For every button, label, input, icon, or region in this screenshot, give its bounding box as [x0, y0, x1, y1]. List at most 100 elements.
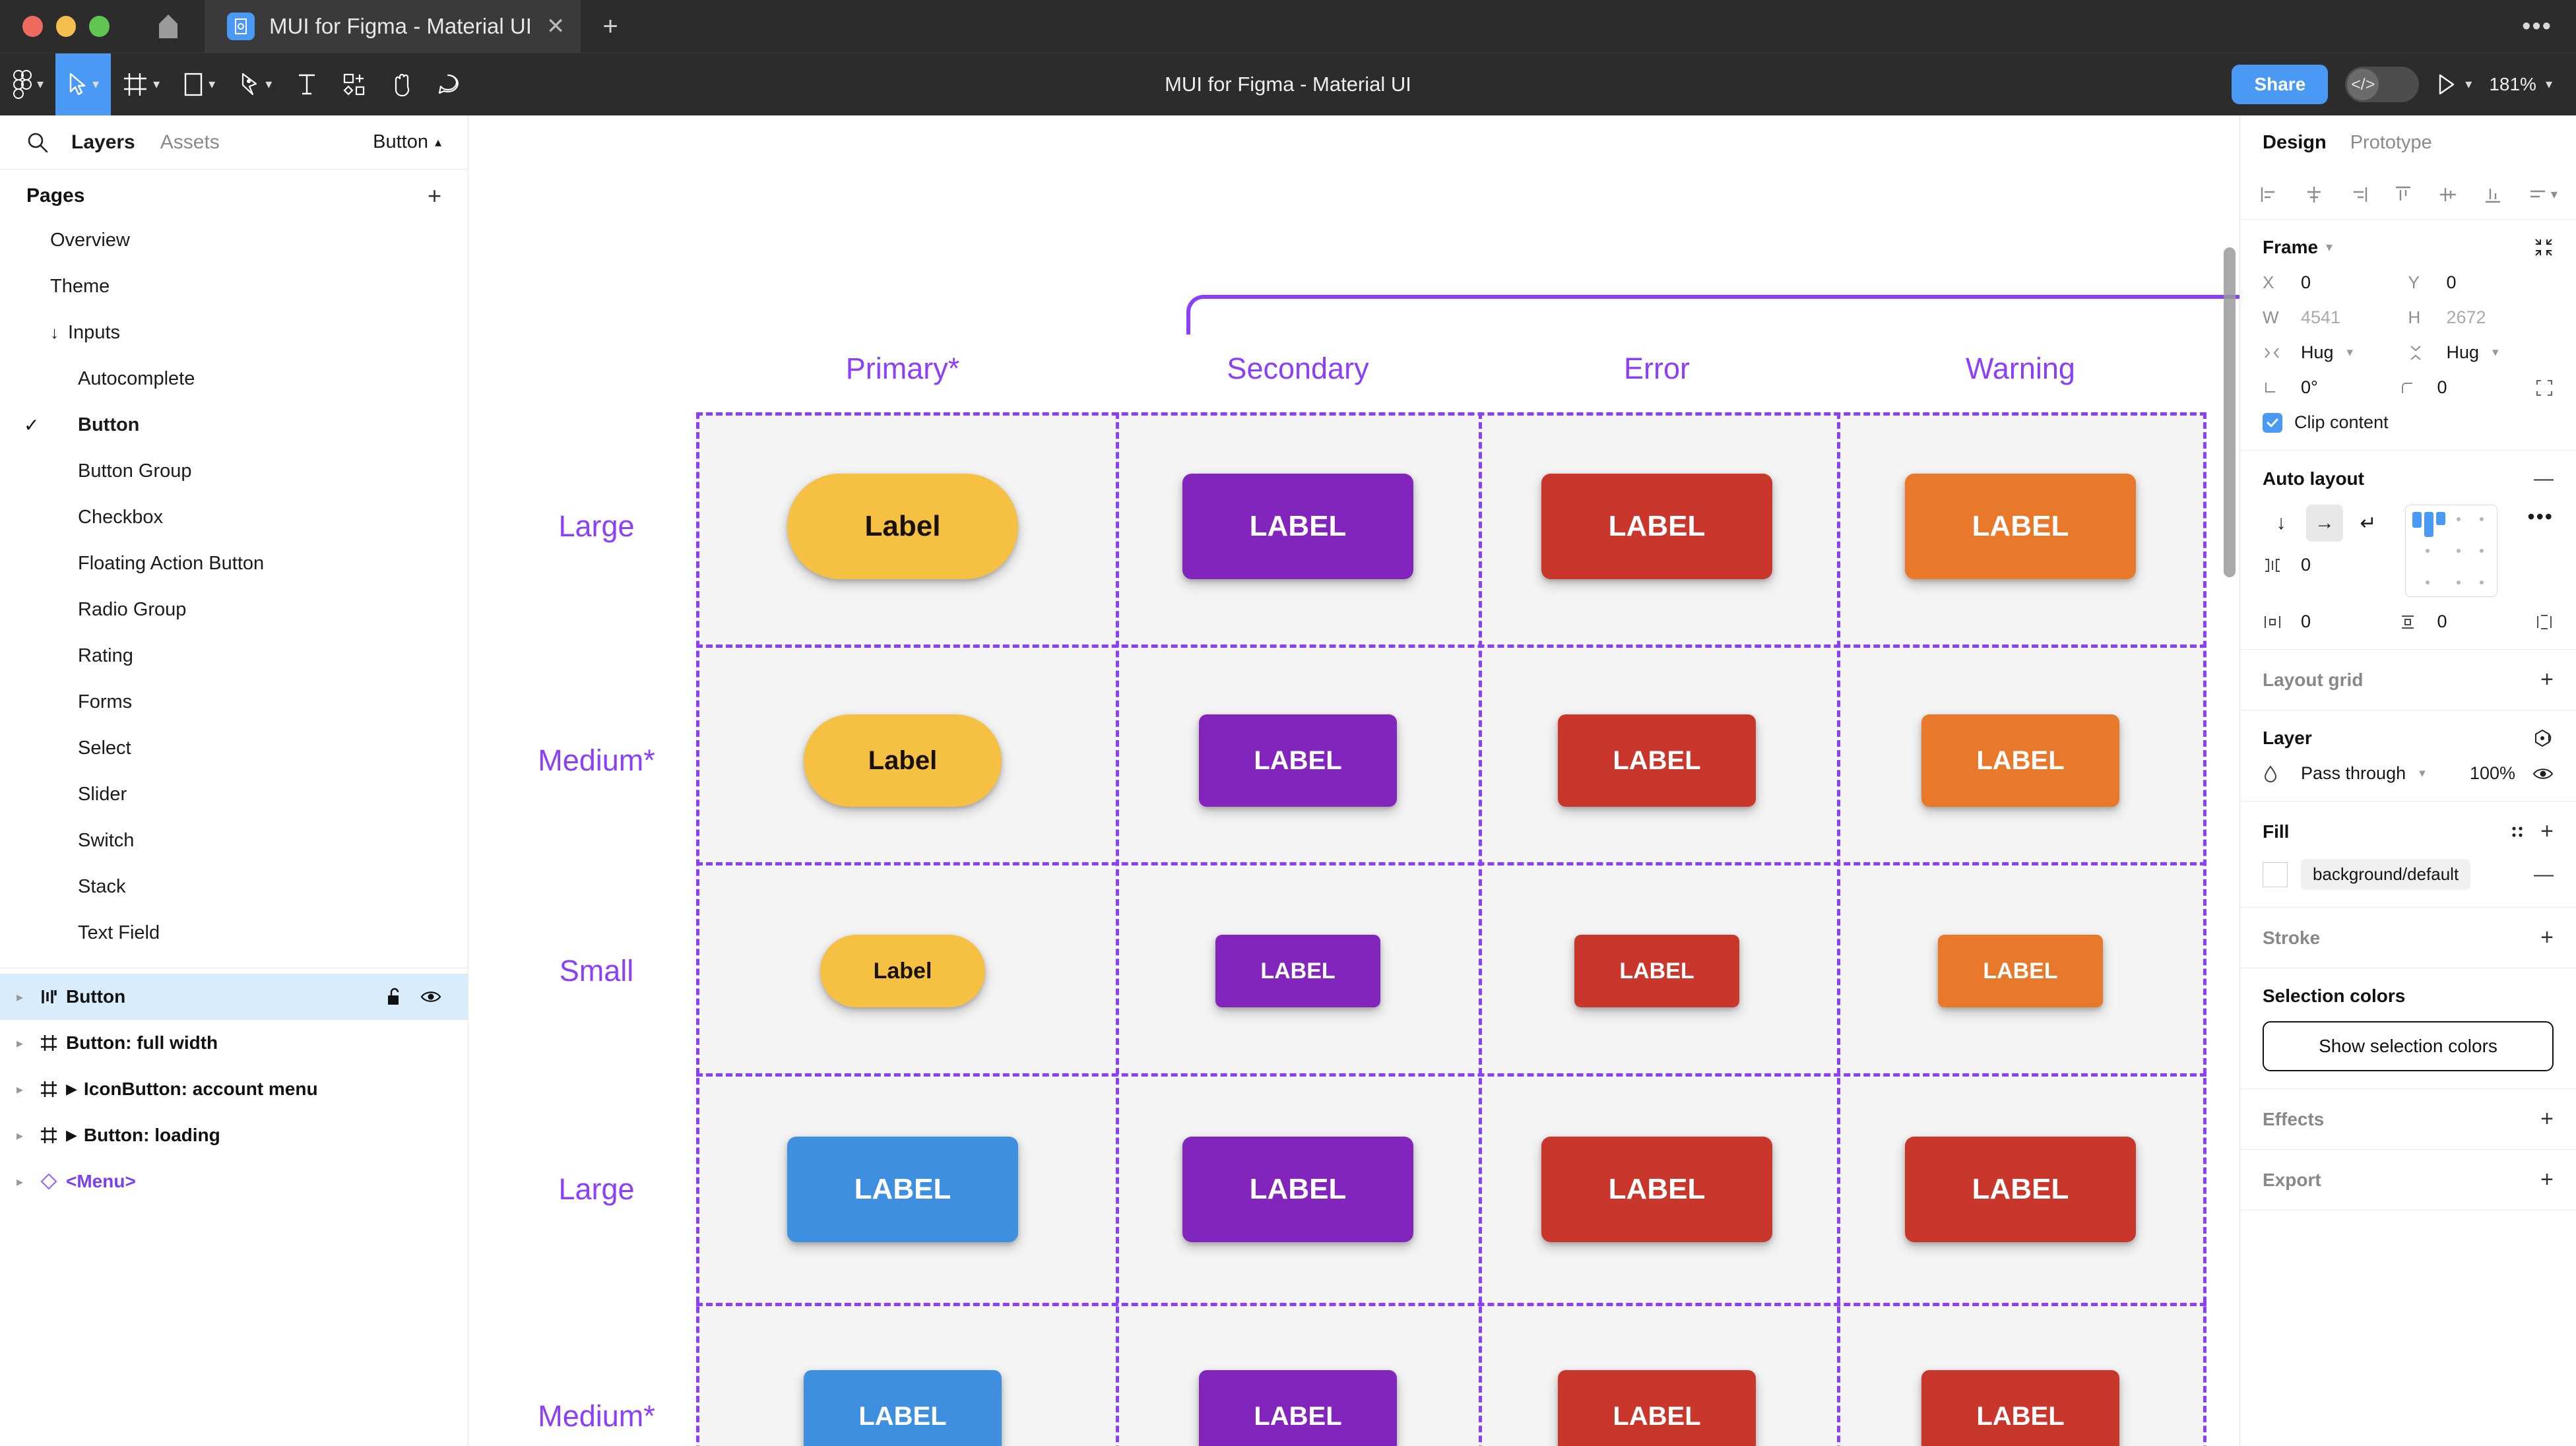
new-tab-button[interactable]: +	[602, 11, 618, 41]
page-item-stack[interactable]: Stack	[0, 864, 468, 910]
share-button[interactable]: Share	[2232, 65, 2329, 104]
page-item-overview[interactable]: Overview	[0, 217, 468, 263]
individual-padding-icon[interactable]	[2535, 613, 2554, 631]
align-vertical-center-icon[interactable]	[2437, 184, 2459, 205]
horizontal-padding-field[interactable]: 0	[2263, 612, 2399, 632]
align-top-icon[interactable]	[2393, 184, 2414, 205]
height-field[interactable]: H 2672	[2408, 307, 2554, 328]
canvas-button-1-2[interactable]: LABEL	[1558, 714, 1756, 807]
canvas-button-4-0[interactable]: LABEL	[804, 1370, 1002, 1446]
figma-canvas[interactable]: Contained Primary*SecondaryErrorWarningL…	[468, 115, 2239, 1446]
canvas-button-2-0[interactable]: Label	[820, 935, 985, 1007]
canvas-button-4-2[interactable]: LABEL	[1558, 1370, 1756, 1446]
canvas-button-4-3[interactable]: LABEL	[1921, 1370, 2119, 1446]
layer-item-button[interactable]: ▸Button	[0, 974, 468, 1020]
align-horizontal-center-icon[interactable]	[2303, 184, 2325, 205]
direction-horizontal-button[interactable]: →	[2306, 505, 2343, 542]
align-right-icon[interactable]	[2348, 184, 2369, 205]
vertical-padding-field[interactable]: 0	[2399, 612, 2536, 632]
canvas-button-1-3[interactable]: LABEL	[1921, 714, 2119, 807]
visibility-icon[interactable]	[420, 989, 441, 1005]
expand-caret-icon[interactable]: ▸	[16, 1036, 24, 1051]
layer-visibility-icon[interactable]	[2532, 766, 2554, 782]
page-item-rating[interactable]: Rating	[0, 633, 468, 679]
canvas-button-0-3[interactable]: LABEL	[1905, 474, 2136, 579]
auto-layout-alignment-grid[interactable]	[2405, 505, 2497, 597]
unlock-icon[interactable]	[386, 987, 403, 1007]
layer-mask-icon[interactable]	[2534, 728, 2554, 748]
auto-layout-more-button[interactable]: •••	[2527, 505, 2554, 528]
add-effect-button[interactable]: +	[2540, 1106, 2554, 1131]
dev-mode-toggle[interactable]: </>	[2345, 67, 2420, 102]
add-stroke-button[interactable]: +	[2540, 925, 2554, 950]
canvas-button-3-1[interactable]: LABEL	[1182, 1137, 1413, 1242]
width-field[interactable]: W 4541	[2263, 307, 2408, 328]
fill-styles-icon[interactable]	[2509, 823, 2526, 840]
page-item-text-field[interactable]: Text Field	[0, 910, 468, 956]
layer-opacity-value[interactable]: 100%	[2469, 763, 2515, 783]
canvas-button-0-1[interactable]: LABEL	[1182, 474, 1413, 579]
overflow-menu-icon[interactable]: •••	[2522, 12, 2552, 40]
add-page-button[interactable]: +	[427, 182, 441, 209]
page-item-autocomplete[interactable]: Autocomplete	[0, 356, 468, 402]
page-item-radio-group[interactable]: Radio Group	[0, 586, 468, 633]
page-item-button[interactable]: ✓Button	[0, 402, 468, 448]
page-item-floating-action-button[interactable]: Floating Action Button	[0, 540, 468, 586]
hand-tool-button[interactable]	[379, 53, 425, 115]
independent-corners-icon[interactable]	[2535, 379, 2554, 397]
expand-caret-icon[interactable]: ▸	[16, 1128, 24, 1143]
browser-tab[interactable]: MUI for Figma - Material UI ✕	[205, 0, 581, 53]
canvas-button-2-2[interactable]: LABEL	[1574, 935, 1739, 1007]
component-selector[interactable]: Button ▴	[373, 131, 441, 153]
canvas-button-4-1[interactable]: LABEL	[1199, 1370, 1397, 1446]
tab-assets[interactable]: Assets	[160, 131, 220, 153]
show-selection-colors-button[interactable]: Show selection colors	[2263, 1021, 2554, 1071]
canvas-button-1-1[interactable]: LABEL	[1199, 714, 1397, 807]
figma-menu-button[interactable]: ▾	[0, 53, 55, 115]
canvas-button-3-0[interactable]: LABEL	[787, 1137, 1018, 1242]
tab-design[interactable]: Design	[2263, 131, 2327, 153]
layer-item-button-loading[interactable]: ▸▶Button: loading	[0, 1112, 468, 1158]
chevron-down-icon[interactable]: ▾	[2326, 240, 2333, 255]
canvas-vertical-scrollbar[interactable]	[2224, 247, 2236, 577]
expand-caret-icon[interactable]: ▸	[16, 1174, 24, 1189]
canvas-button-0-2[interactable]: LABEL	[1541, 474, 1772, 579]
page-item-button-group[interactable]: Button Group	[0, 448, 468, 494]
search-icon[interactable]	[26, 131, 49, 154]
expand-caret-icon[interactable]: ▸	[16, 990, 24, 1005]
present-button[interactable]: ▾	[2436, 73, 2472, 96]
page-item-forms[interactable]: Forms	[0, 679, 468, 725]
page-item-slider[interactable]: Slider	[0, 771, 468, 817]
comment-tool-button[interactable]	[425, 53, 471, 115]
canvas-button-2-3[interactable]: LABEL	[1938, 935, 2103, 1007]
fill-style-name[interactable]: background/default	[2301, 859, 2471, 890]
expand-caret-icon[interactable]: ▸	[16, 1082, 24, 1097]
fill-color-swatch[interactable]	[2263, 862, 2288, 887]
add-export-button[interactable]: +	[2540, 1167, 2554, 1192]
canvas-button-1-0[interactable]: Label	[804, 714, 1002, 807]
layer-item-iconbutton-account-menu[interactable]: ▸▶IconButton: account menu	[0, 1066, 468, 1112]
zoom-level-selector[interactable]: 181% ▾	[2489, 74, 2552, 95]
expand-triangle-icon[interactable]: ▶	[66, 1081, 77, 1097]
clip-content-row[interactable]: Clip content	[2263, 412, 2554, 433]
x-field[interactable]: X 0	[2263, 272, 2408, 293]
expand-triangle-icon[interactable]: ▶	[66, 1127, 77, 1143]
align-left-icon[interactable]	[2259, 184, 2280, 205]
resources-tool-button[interactable]	[330, 53, 379, 115]
shape-tool-button[interactable]: ▾	[172, 53, 227, 115]
tab-prototype[interactable]: Prototype	[2350, 131, 2432, 153]
canvas-button-2-1[interactable]: LABEL	[1215, 935, 1380, 1007]
remove-auto-layout-button[interactable]: —	[2534, 468, 2554, 489]
text-tool-button[interactable]	[284, 53, 330, 115]
direction-vertical-button[interactable]: ↓	[2276, 512, 2286, 534]
minimize-window-button[interactable]	[55, 16, 77, 37]
page-item-inputs[interactable]: ↓Inputs	[0, 309, 468, 356]
horizontal-resizing-field[interactable]: Hug ▾	[2263, 342, 2408, 363]
corner-radius-field[interactable]: 0	[2399, 377, 2536, 398]
clip-content-checkbox[interactable]	[2263, 412, 2282, 433]
direction-wrap-button[interactable]: ↵	[2360, 512, 2377, 534]
rotation-field[interactable]: 0°	[2263, 377, 2399, 398]
home-button[interactable]	[132, 0, 205, 53]
page-item-theme[interactable]: Theme	[0, 263, 468, 309]
resize-to-fit-icon[interactable]	[2534, 237, 2554, 257]
